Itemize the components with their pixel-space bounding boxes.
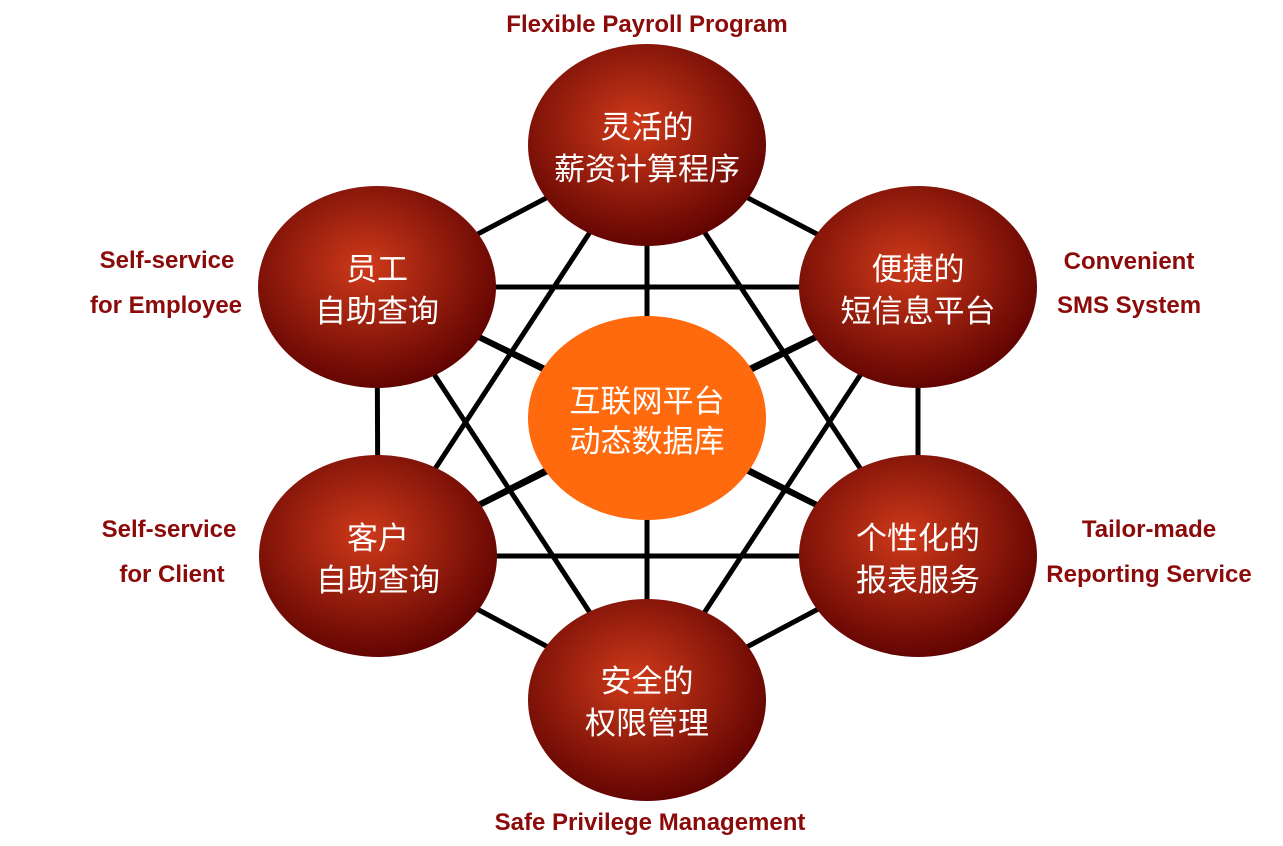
label-reporting-line2: Reporting Service xyxy=(1046,561,1251,588)
node-client: 客户 自助查询 xyxy=(259,455,497,657)
node-client-circle xyxy=(259,455,497,657)
node-sms-line1: 便捷的 xyxy=(872,252,965,288)
node-client-line1: 客户 xyxy=(347,521,409,557)
center-node: 互联网平台 动态数据库 xyxy=(528,316,766,520)
label-client-line2: for Client xyxy=(119,561,224,588)
node-payroll-line1: 灵活的 xyxy=(601,110,694,146)
node-sms: 便捷的 短信息平台 xyxy=(799,186,1037,388)
label-employee-line1: Self-service xyxy=(100,247,235,274)
center-node-circle xyxy=(528,316,766,520)
center-node-line1: 互联网平台 xyxy=(570,384,725,420)
node-reporting: 个性化的 报表服务 xyxy=(799,455,1037,657)
node-employee-line1: 员工 xyxy=(346,252,408,288)
node-reporting-circle xyxy=(799,455,1037,657)
node-sms-circle xyxy=(799,186,1037,388)
node-client-line2: 自助查询 xyxy=(316,563,440,599)
node-payroll-line2: 薪资计算程序 xyxy=(554,152,740,188)
node-payroll-circle xyxy=(528,44,766,246)
label-sms-line2: SMS System xyxy=(1057,292,1201,319)
label-reporting-line1: Tailor-made xyxy=(1082,516,1216,543)
label-client-line1: Self-service xyxy=(102,516,237,543)
node-reporting-line1: 个性化的 xyxy=(856,521,980,557)
center-node-line2: 动态数据库 xyxy=(570,424,725,460)
node-employee-circle xyxy=(258,186,496,388)
node-reporting-line2: 报表服务 xyxy=(856,563,980,599)
node-privilege: 安全的 权限管理 xyxy=(528,599,766,801)
label-payroll: Flexible Payroll Program xyxy=(506,11,787,38)
node-privilege-line2: 权限管理 xyxy=(585,706,709,742)
label-sms-line1: Convenient xyxy=(1064,248,1195,275)
label-employee-line2: for Employee xyxy=(90,292,242,319)
node-privilege-circle xyxy=(528,599,766,801)
label-privilege: Safe Privilege Management xyxy=(495,809,806,836)
node-employee: 员工 自助查询 xyxy=(258,186,496,388)
node-privilege-line1: 安全的 xyxy=(601,664,694,700)
node-payroll: 灵活的 薪资计算程序 xyxy=(528,44,766,246)
node-employee-line2: 自助查询 xyxy=(315,294,439,330)
node-sms-line2: 短信息平台 xyxy=(841,294,996,330)
